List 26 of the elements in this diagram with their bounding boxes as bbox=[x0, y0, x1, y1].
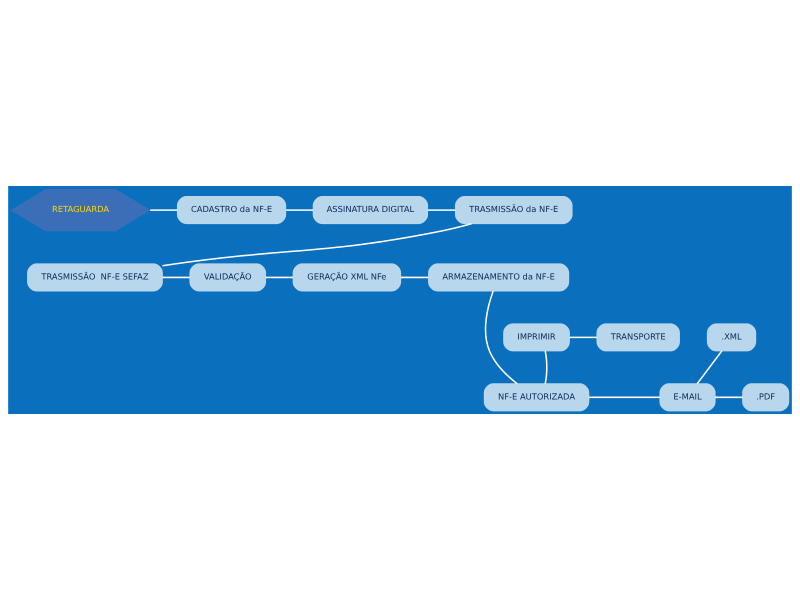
connector bbox=[400, 276, 428, 278]
node-box: ASSINATURA DIGITAL bbox=[312, 196, 428, 224]
connector bbox=[162, 223, 472, 267]
connector bbox=[696, 350, 722, 384]
node-box: GERAÇÃO XML NFe bbox=[292, 263, 402, 292]
node-box: TRASMISSÃO NF-E SEFAZ bbox=[27, 263, 163, 292]
connector bbox=[286, 209, 314, 211]
connector bbox=[150, 209, 178, 211]
connector bbox=[570, 336, 597, 338]
node-box: ARMAZENAMENTO da NF-E bbox=[428, 263, 570, 292]
connector bbox=[544, 350, 548, 384]
connector bbox=[589, 396, 660, 398]
connector bbox=[484, 290, 518, 384]
node-box: E-MAIL bbox=[659, 383, 716, 412]
connector bbox=[428, 209, 456, 211]
connector bbox=[266, 276, 293, 278]
node-box: NF-E AUTORIZADA bbox=[484, 383, 590, 412]
node-box: TRANSPORTE bbox=[596, 323, 680, 352]
node-box: .XML bbox=[706, 323, 756, 352]
node-box: CADASTRO da NF-E bbox=[176, 196, 286, 224]
node-box: TRASMISSÃO da NF-E bbox=[454, 196, 573, 224]
connector bbox=[715, 396, 742, 398]
connector bbox=[162, 276, 190, 278]
node-box: IMPRIMIR bbox=[503, 323, 570, 352]
node-box: VALIDAÇÃO bbox=[189, 263, 266, 292]
node-box: .PDF bbox=[742, 383, 790, 412]
